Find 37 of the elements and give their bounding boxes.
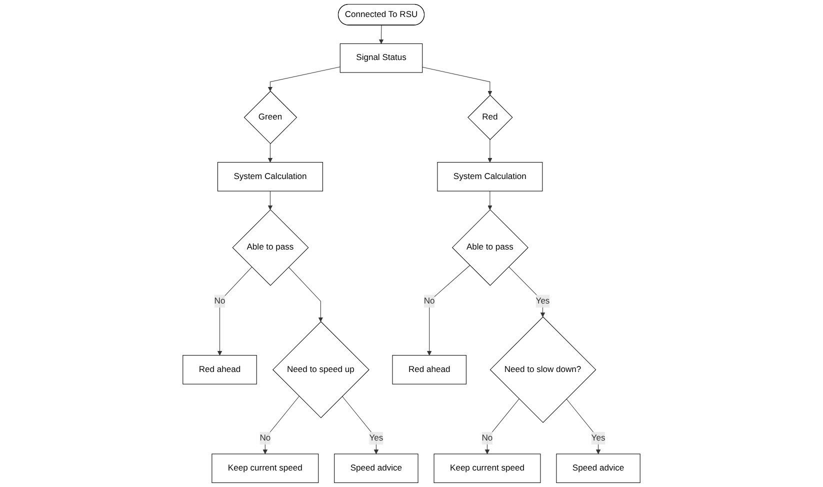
arrow	[268, 190, 273, 210]
arrow	[288, 266, 324, 322]
arrow	[268, 66, 340, 92]
arrow	[422, 66, 492, 96]
edge-label: No	[214, 296, 226, 306]
arrow	[484, 398, 520, 454]
arrow	[342, 396, 379, 454]
edge-label: Yes	[369, 433, 384, 442]
edge-label: No	[424, 296, 435, 306]
arrow	[488, 139, 492, 162]
node-box: Keep current speed	[212, 454, 319, 483]
node-box: System Calculation	[217, 162, 323, 192]
arrow	[427, 265, 470, 356]
node-box: Speed advice	[556, 454, 640, 483]
node-diamond: Able to pass	[452, 209, 528, 286]
arrow	[488, 190, 492, 210]
node-diamond: Need to speed up	[272, 321, 370, 418]
node-box: Red ahead	[182, 355, 257, 384]
node-diamond: Green	[244, 90, 298, 144]
node-box: Keep current speed	[434, 454, 541, 483]
edge-label: No	[260, 433, 271, 442]
node-box: Red ahead	[392, 355, 466, 384]
arrow	[566, 398, 601, 454]
node-diamond: Red	[468, 94, 513, 140]
arrow	[378, 25, 384, 44]
node-box: System Calculation	[437, 162, 543, 192]
edge-label: No	[482, 433, 493, 442]
edge-label: Yes	[536, 296, 550, 306]
node-box: Signal Status	[340, 43, 423, 73]
edge-label: Yes	[591, 433, 606, 442]
arrow	[508, 266, 546, 318]
node-box: Speed advice	[334, 454, 418, 483]
arrow	[262, 396, 300, 454]
arrow	[268, 143, 273, 162]
node-diamond: Need to slow down?	[490, 316, 596, 423]
arrow	[217, 266, 252, 356]
node-diamond: Able to pass	[232, 209, 309, 286]
